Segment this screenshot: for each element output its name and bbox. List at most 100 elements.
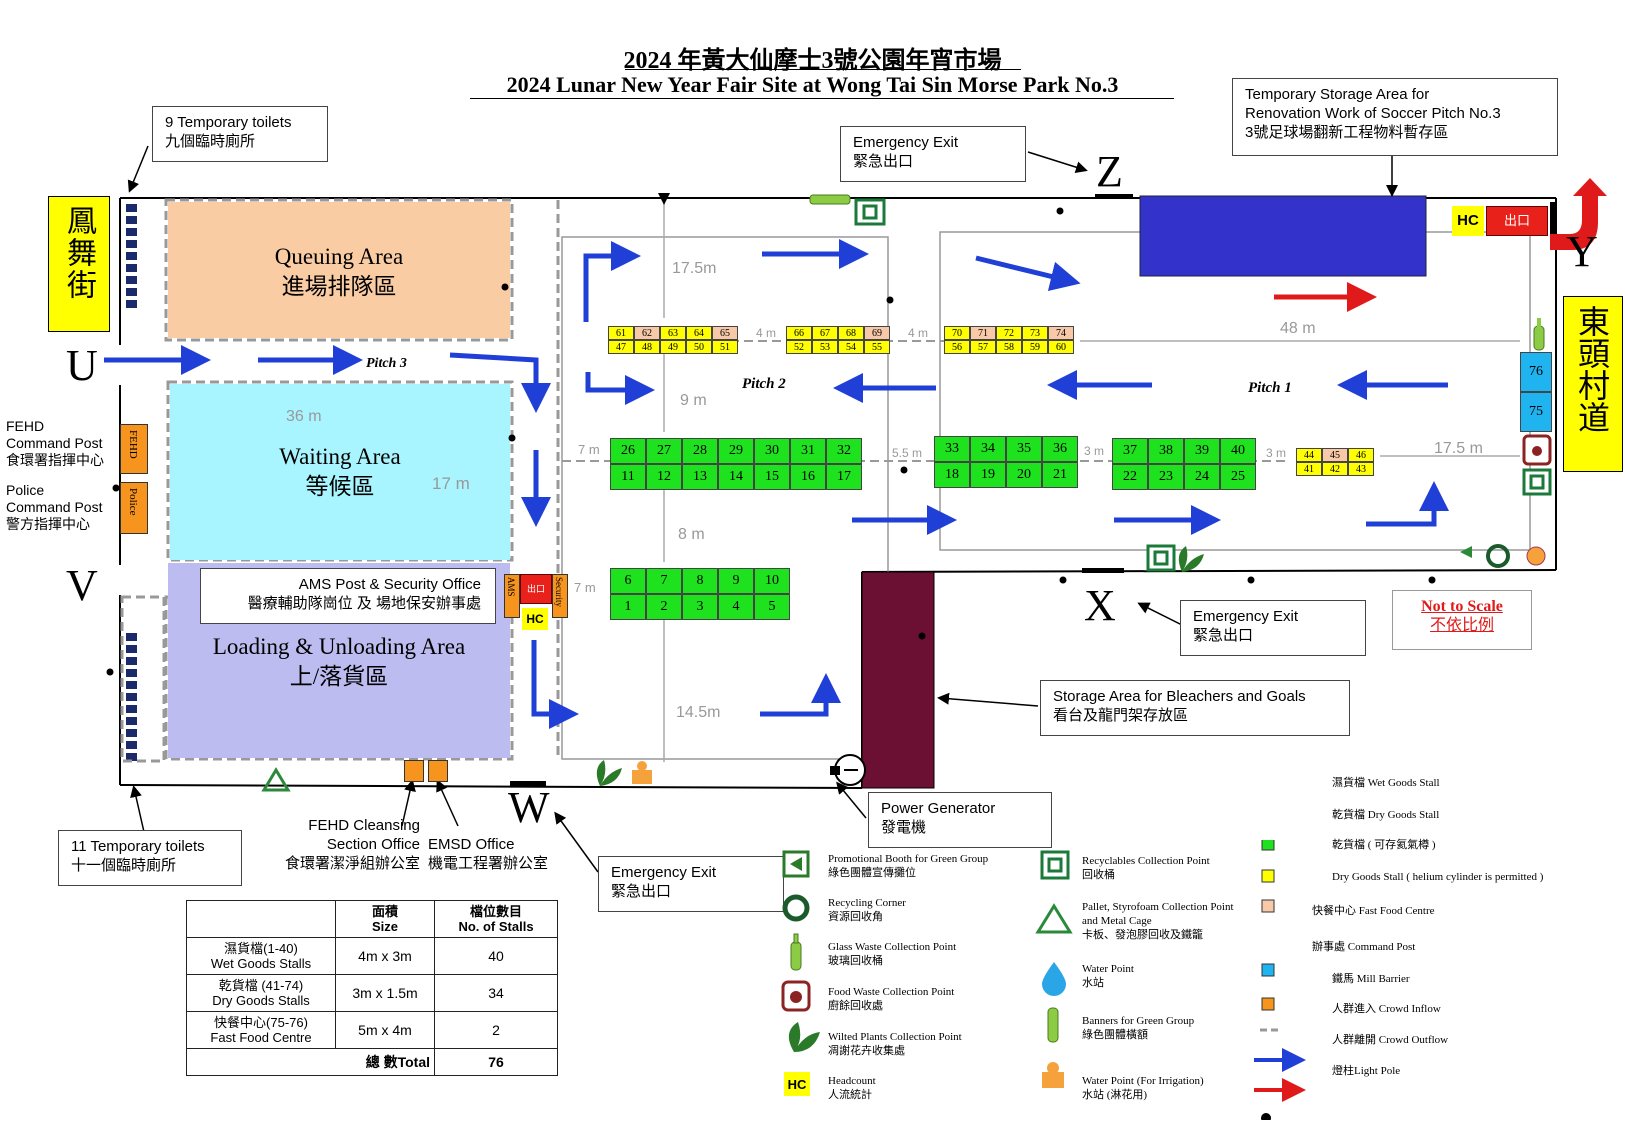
fast-food-stall-76[interactable]: 76 xyxy=(1520,352,1552,392)
irrigation-icon-site-2 xyxy=(632,761,652,784)
stall[interactable]: 4 xyxy=(718,594,754,620)
storage-area-top xyxy=(1139,195,1427,277)
stall[interactable]: 63 xyxy=(660,326,686,340)
stall[interactable]: 49 xyxy=(660,340,686,354)
stall[interactable]: 19 xyxy=(970,462,1006,488)
legend-helium-zh: 乾貨檔 ( 可存氦氣樽 ) xyxy=(1332,839,1436,851)
fast-food-stall-75[interactable]: 75 xyxy=(1520,392,1552,432)
stall[interactable]: 22 xyxy=(1112,464,1148,490)
stall[interactable]: 65 xyxy=(712,326,738,340)
stall[interactable]: 51 xyxy=(712,340,738,354)
legend-fastfood: 快餐中心 Fast Food Centre xyxy=(1312,905,1435,917)
stall[interactable]: 50 xyxy=(686,340,712,354)
row-size: 3m x 1.5m xyxy=(335,974,435,1012)
callout-pointers xyxy=(127,145,1398,873)
stall[interactable]: 39 xyxy=(1184,438,1220,464)
stall[interactable]: 30 xyxy=(754,438,790,464)
stall[interactable]: 20 xyxy=(1006,462,1042,488)
stall[interactable]: 28 xyxy=(682,438,718,464)
stall[interactable]: 67 xyxy=(812,326,838,340)
stall[interactable]: 62 xyxy=(634,326,660,340)
stall[interactable]: 24 xyxy=(1184,464,1220,490)
stall[interactable]: 69 xyxy=(864,326,890,340)
stall[interactable]: 12 xyxy=(646,464,682,490)
stall[interactable]: 25 xyxy=(1220,464,1256,490)
stall[interactable]: 45 xyxy=(1322,448,1348,462)
stall[interactable]: 55 xyxy=(864,340,890,354)
legend-headcount-zh: 人流統計 xyxy=(828,1089,872,1101)
stall[interactable]: 64 xyxy=(686,326,712,340)
stall[interactable]: 70 xyxy=(944,326,970,340)
street-name-right: 東頭村道 xyxy=(1574,305,1610,433)
stall[interactable]: 44 xyxy=(1296,448,1322,462)
ams-zh: 醫療輔助隊崗位 及 場地保安辦事處 xyxy=(247,595,481,612)
stall[interactable]: 32 xyxy=(826,438,862,464)
stall[interactable]: 58 xyxy=(996,340,1022,354)
stall[interactable]: 60 xyxy=(1048,340,1074,354)
stall[interactable]: 15 xyxy=(754,464,790,490)
gate-u: U xyxy=(66,341,98,390)
stall[interactable]: 14 xyxy=(718,464,754,490)
stall[interactable]: 10 xyxy=(754,568,790,594)
stall[interactable]: 2 xyxy=(646,594,682,620)
stall[interactable]: 66 xyxy=(786,326,812,340)
stall[interactable]: 43 xyxy=(1348,462,1374,476)
stall[interactable]: 47 xyxy=(608,340,634,354)
stall[interactable]: 9 xyxy=(718,568,754,594)
stall[interactable]: 18 xyxy=(934,462,970,488)
stall[interactable]: 21 xyxy=(1042,462,1078,488)
stall[interactable]: 38 xyxy=(1148,438,1184,464)
cleansing-zh: 食環署潔淨組辦公室 xyxy=(284,855,420,872)
stall[interactable]: 59 xyxy=(1022,340,1048,354)
stall[interactable]: 17 xyxy=(826,464,862,490)
stall[interactable]: 41 xyxy=(1296,462,1322,476)
stall[interactable]: 46 xyxy=(1348,448,1374,462)
stall[interactable]: 54 xyxy=(838,340,864,354)
stall[interactable]: 36 xyxy=(1042,436,1078,462)
stall[interactable]: 27 xyxy=(646,438,682,464)
stall[interactable]: 40 xyxy=(1220,438,1256,464)
headcount-icon: HC xyxy=(784,1072,810,1096)
stall[interactable]: 35 xyxy=(1006,436,1042,462)
stall[interactable]: 8 xyxy=(682,568,718,594)
stall[interactable]: 5 xyxy=(754,594,790,620)
stall[interactable]: 33 xyxy=(934,436,970,462)
stall[interactable]: 72 xyxy=(996,326,1022,340)
banners-icon xyxy=(1047,1007,1059,1043)
ams-post: AMS xyxy=(504,574,520,618)
stall[interactable]: 56 xyxy=(944,340,970,354)
stall[interactable]: 7 xyxy=(646,568,682,594)
stall[interactable]: 13 xyxy=(682,464,718,490)
stall[interactable]: 6 xyxy=(610,568,646,594)
stall[interactable]: 48 xyxy=(634,340,660,354)
stall[interactable]: 23 xyxy=(1148,464,1184,490)
stall[interactable]: 31 xyxy=(790,438,826,464)
stall[interactable]: 71 xyxy=(970,326,996,340)
stall[interactable]: 52 xyxy=(786,340,812,354)
callout-ams-security: AMS Post & Security Office 醫療輔助隊崗位 及 場地保… xyxy=(200,568,496,624)
row-count: 34 xyxy=(434,974,558,1012)
stall[interactable]: 68 xyxy=(838,326,864,340)
stall[interactable]: 1 xyxy=(610,594,646,620)
stall[interactable]: 29 xyxy=(718,438,754,464)
stall[interactable]: 74 xyxy=(1048,326,1074,340)
legend-promo-en: Promotional Booth for Green Group xyxy=(828,853,989,865)
stall[interactable]: 11 xyxy=(610,464,646,490)
stall[interactable]: 53 xyxy=(812,340,838,354)
stall[interactable]: 16 xyxy=(790,464,826,490)
recycling-pallet-icon-site xyxy=(261,767,291,792)
stall[interactable]: 3 xyxy=(682,594,718,620)
stall[interactable]: 34 xyxy=(970,436,1006,462)
stall[interactable]: 61 xyxy=(608,326,634,340)
stall[interactable]: 42 xyxy=(1322,462,1348,476)
stall[interactable]: 26 xyxy=(610,438,646,464)
emsd-en: EMSD Office xyxy=(428,836,515,853)
stall[interactable]: 37 xyxy=(1112,438,1148,464)
promo-booth-icon xyxy=(782,850,810,878)
bleachers-storage xyxy=(861,571,935,789)
stall[interactable]: 73 xyxy=(1022,326,1048,340)
stall[interactable]: 57 xyxy=(970,340,996,354)
water-point-icon xyxy=(1042,962,1066,996)
